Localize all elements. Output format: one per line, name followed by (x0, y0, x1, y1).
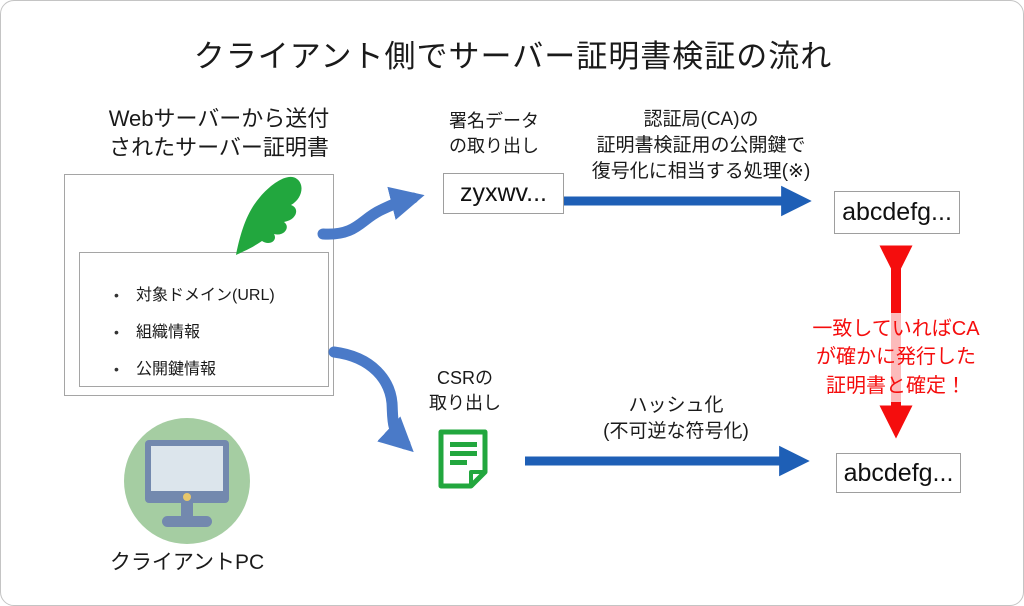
server-cert-heading: Webサーバーから送付 されたサーバー証明書 (108, 106, 330, 161)
cert-item-label: 公開鍵情報 (136, 361, 217, 378)
page-title: クライアント側でサーバー証明書検証の流れ (193, 39, 833, 74)
signature-extract-arrow (317, 186, 425, 240)
decrypted-hash-box: abcdefg... (834, 191, 960, 234)
csr-extract-label: CSRの 取り出し (429, 368, 501, 413)
cert-item-label: 組織情報 (136, 324, 201, 341)
hashed-value-box: abcdefg... (836, 453, 961, 493)
bullet-marker: • (114, 287, 119, 303)
csr-document-icon (438, 429, 488, 489)
client-pc-icon (124, 418, 250, 544)
cert-item-public-key: • 公開鍵情報 (114, 355, 328, 379)
bullet-marker: • (114, 324, 119, 340)
client-pc-label: クライアントPC (109, 551, 265, 574)
match-confirmation-note: 一致していればCA が確かに発行した 証明書と確定！ (794, 313, 998, 403)
ca-decrypt-process-label: 認証局(CA)の 証明書検証用の公開鍵で 復号化に相当する処理(※) (591, 109, 811, 183)
cert-item-organization: • 組織情報 (114, 318, 328, 342)
cert-item-label: 対象ドメイン(URL) (136, 287, 275, 304)
signature-data-box: zyxwv... (443, 173, 564, 214)
csr-extract-arrow (328, 346, 414, 453)
certificate-contents-box: • 対象ドメイン(URL) • 組織情報 • 公開鍵情報 (79, 252, 329, 387)
cert-item-domain: • 対象ドメイン(URL) (114, 281, 328, 305)
signature-extract-label: 署名データ の取り出し (449, 111, 539, 156)
bullet-marker: • (114, 361, 119, 377)
hash-process-label: ハッシュ化 (不可逆な符号化) (603, 395, 749, 443)
